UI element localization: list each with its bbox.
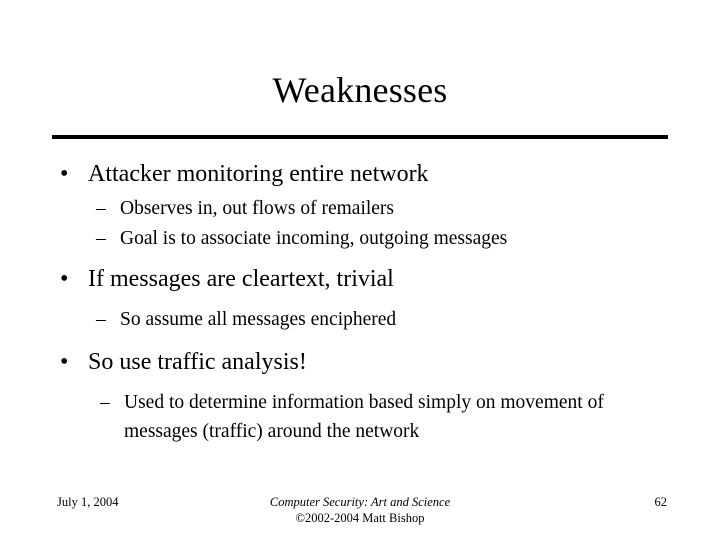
slide-body: • Attacker monitoring entire network – O… (52, 158, 668, 447)
footer-page-number: 62 (654, 495, 668, 509)
footer-date: July 1, 2004 (57, 495, 119, 509)
bullet-item-level1: • Attacker monitoring entire network (52, 158, 668, 190)
bullet-item-level2: – Observes in, out flows of remailers (52, 194, 668, 223)
bullet-item-level1: • If messages are cleartext, trivial (52, 263, 668, 295)
bullet-text: Goal is to associate incoming, outgoing … (120, 228, 508, 249)
dash-marker-icon: – (96, 228, 106, 249)
bullet-item-level1: • So use traffic analysis! (52, 346, 668, 378)
footer-book-title: Computer Security: Art and Science (269, 495, 451, 509)
title-divider (52, 135, 668, 139)
dash-marker-icon: – (100, 392, 110, 413)
dash-marker-icon: – (96, 309, 106, 330)
slide-footer: July 1, 2004 Computer Security: Art and … (0, 494, 720, 534)
bullet-text: Used to determine information based simp… (124, 392, 604, 442)
bullet-text: So assume all messages enciphered (120, 309, 397, 330)
bullet-dot-icon: • (60, 266, 69, 292)
footer-copyright: ©2002-2004 Matt Bishop (295, 511, 425, 525)
bullet-item-level2: – So assume all messages enciphered (52, 305, 668, 334)
bullet-text: Attacker monitoring entire network (88, 161, 429, 187)
bullet-text: If messages are cleartext, trivial (88, 266, 394, 292)
bullet-item-level2: – Goal is to associate incoming, outgoin… (52, 224, 668, 253)
bullet-item-level2: – Used to determine information based si… (52, 388, 668, 446)
bullet-dot-icon: • (60, 161, 69, 187)
bullet-dot-icon: • (60, 349, 69, 375)
bullet-text: So use traffic analysis! (88, 349, 307, 375)
footer-attribution: Computer Security: Art and Science ©2002… (160, 494, 560, 526)
bullet-text: Observes in, out flows of remailers (120, 198, 395, 219)
page-title: Weaknesses (272, 70, 448, 110)
dash-marker-icon: – (96, 198, 106, 219)
